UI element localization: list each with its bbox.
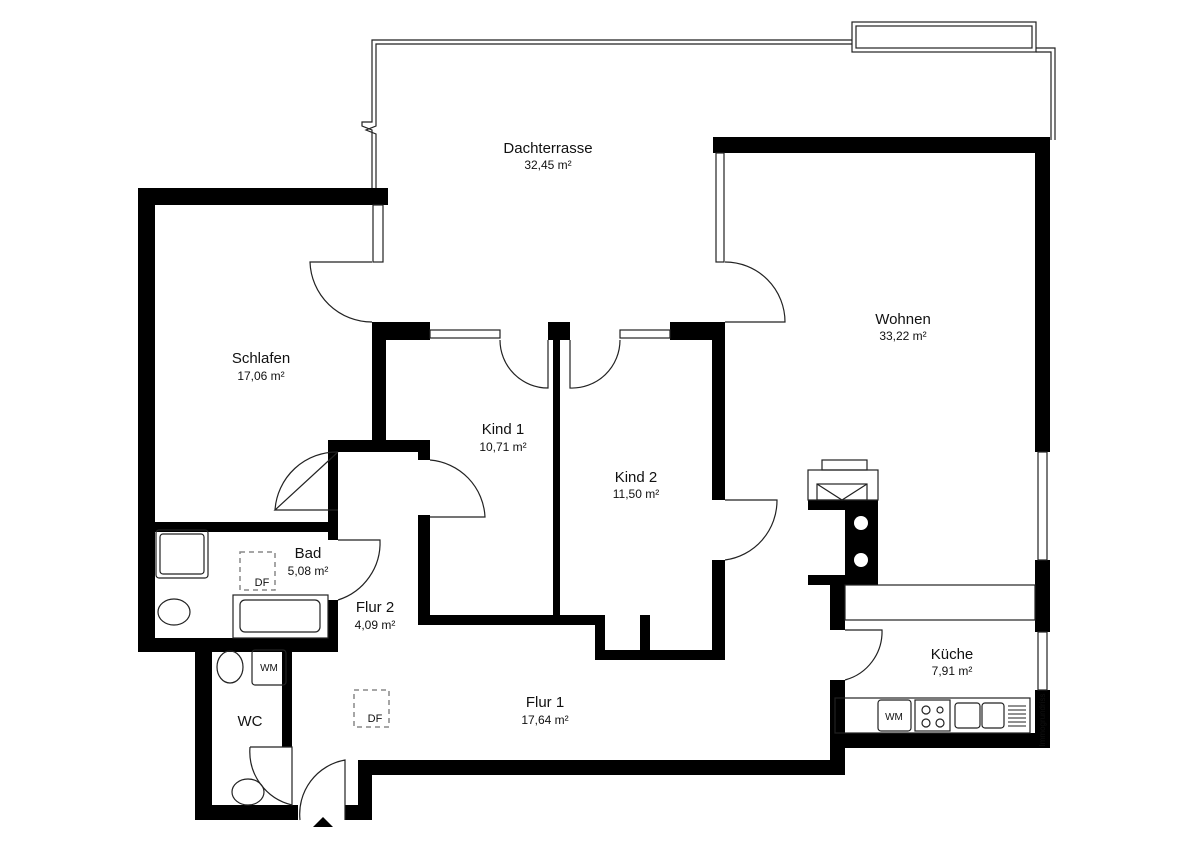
- kitchen-fixtures: [807, 459, 1036, 734]
- wm-label-wc: WM: [260, 663, 278, 674]
- room-name-schlafen: Schlafen: [232, 350, 290, 367]
- terrace-outline: [361, 21, 1056, 190]
- room-name-kind2: Kind 2: [615, 469, 658, 486]
- room-area-flur2: 4,09 m²: [355, 618, 396, 632]
- entrance-arrow-icon: [313, 817, 333, 827]
- room-name-bad: Bad: [295, 545, 322, 562]
- room-area-kueche: 7,91 m²: [932, 664, 973, 678]
- room-area-dachterrasse: 32,45 m²: [524, 158, 571, 172]
- room-name-kueche: Küche: [931, 646, 974, 663]
- room-name-dachterrasse: Dachterrasse: [503, 140, 592, 157]
- windows: [372, 152, 1048, 691]
- room-area-wohnen: 33,22 m²: [879, 329, 926, 343]
- room-area-kind2: 11,50 m²: [613, 487, 659, 501]
- room-area-bad: 5,08 m²: [288, 564, 329, 578]
- watermark: Immogrundriss: [1038, 694, 1047, 747]
- df-label-bad: DF: [255, 577, 270, 589]
- room-name-flur2: Flur 2: [356, 599, 394, 616]
- room-area-flur1: 17,64 m²: [521, 713, 568, 727]
- walls: [138, 137, 1050, 820]
- room-area-kind1: 10,71 m²: [479, 440, 526, 454]
- room-name-flur1: Flur 1: [526, 694, 564, 711]
- wm-label-kueche: WM: [885, 712, 903, 723]
- room-name-wohnen: Wohnen: [875, 311, 931, 328]
- bathroom-fixtures: [155, 529, 390, 806]
- doors: [249, 261, 883, 827]
- df-label-flur: DF: [368, 713, 383, 725]
- room-name-kind1: Kind 1: [482, 421, 525, 438]
- room-area-schlafen: 17,06 m²: [237, 369, 284, 383]
- room-name-wc: WC: [238, 713, 263, 730]
